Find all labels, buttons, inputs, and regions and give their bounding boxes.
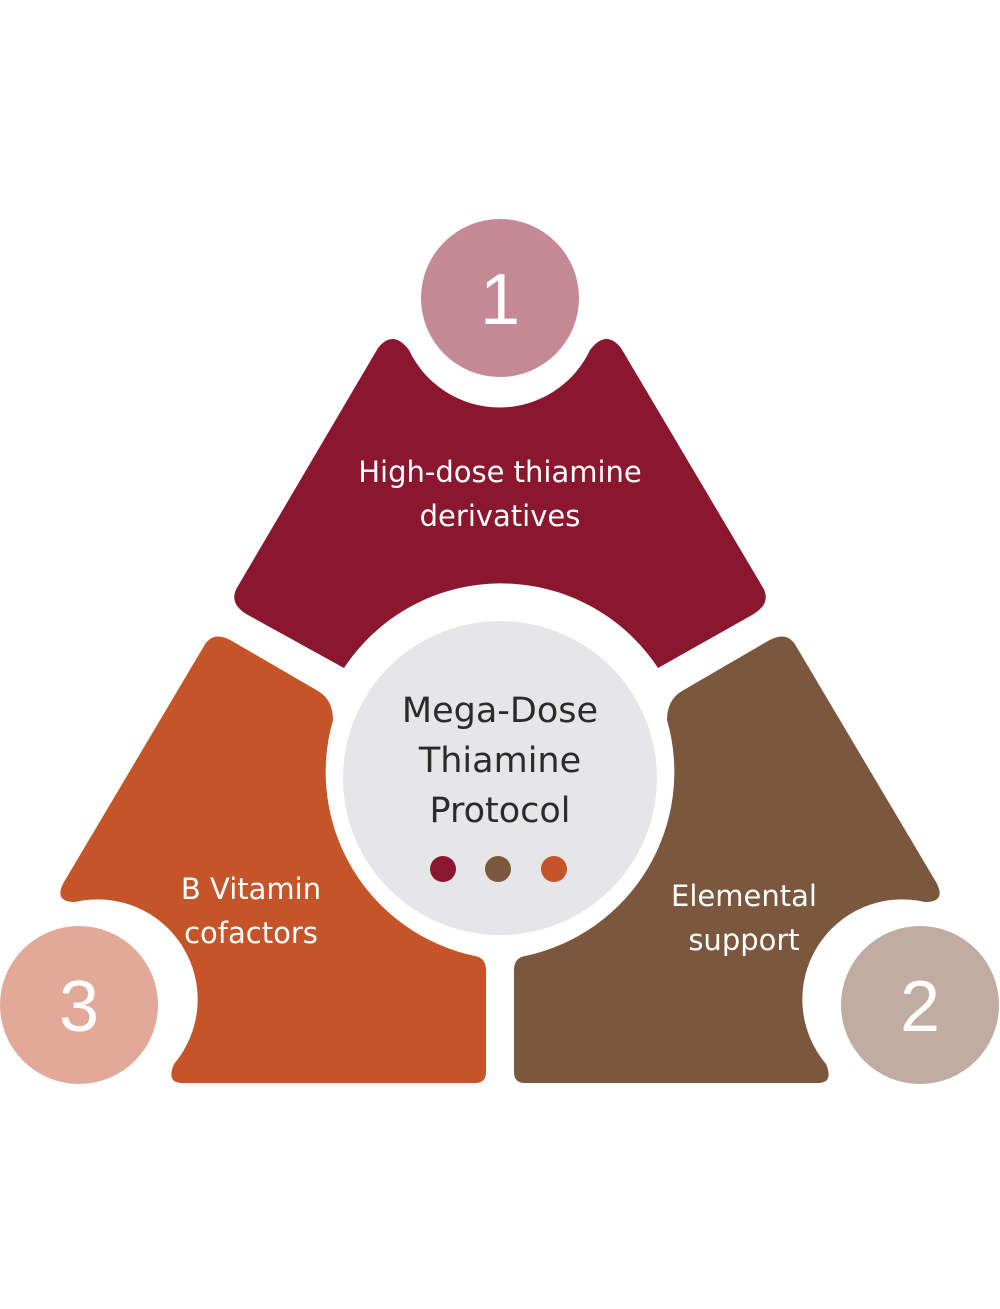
center-dot-3 <box>541 856 567 882</box>
center-title-line-3: Protocol <box>429 791 570 831</box>
segment-3-label-line-2: cofactors <box>184 916 318 950</box>
badge-1-number: 1 <box>480 260 520 340</box>
center-dot-2 <box>485 856 511 882</box>
center-title-line-2: Thiamine <box>418 741 581 781</box>
badge-1-circle <box>421 219 579 377</box>
segment-3-shape <box>60 636 486 1083</box>
segment-1-label-line-2: derivatives <box>420 499 581 533</box>
badge-3-circle <box>0 926 158 1084</box>
segment-1-shape <box>234 338 766 668</box>
center-dot-1 <box>430 856 456 882</box>
segment-3-label-line-1: B Vitamin <box>181 872 321 906</box>
segment-2-label-line-2: support <box>688 923 799 957</box>
segment-2-shape <box>514 636 940 1083</box>
badge-2-number: 2 <box>900 967 940 1047</box>
center-title-line-1: Mega-Dose <box>402 691 598 731</box>
badge-3-number: 3 <box>59 967 99 1047</box>
segment-1-label-line-1: High-dose thiamine <box>358 455 642 489</box>
badge-2-circle <box>841 926 999 1084</box>
center-circle <box>343 621 657 935</box>
segment-2-label-line-1: Elemental <box>671 879 817 913</box>
